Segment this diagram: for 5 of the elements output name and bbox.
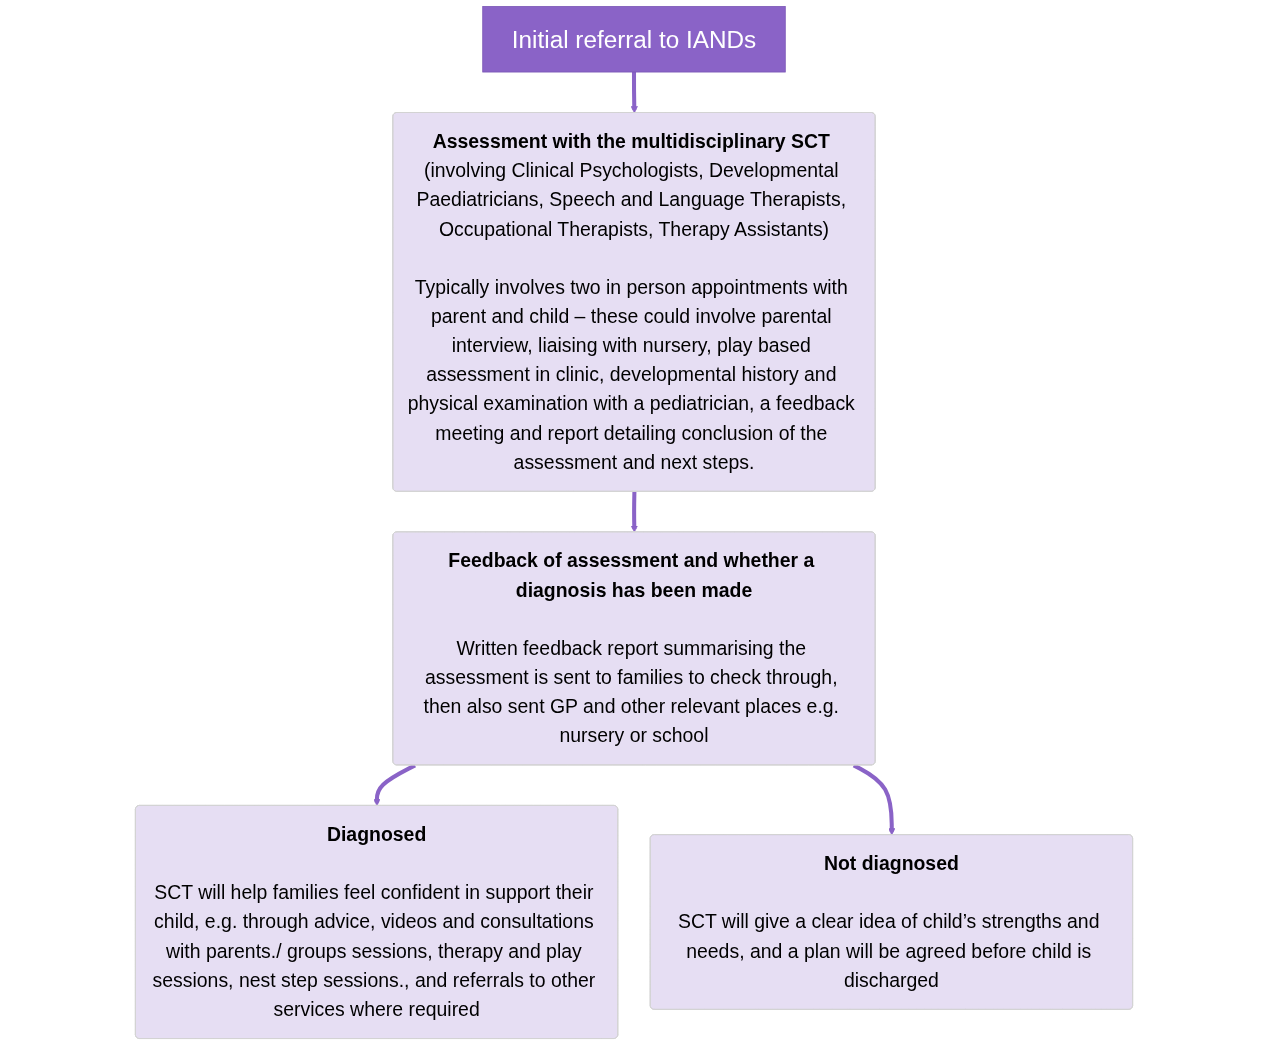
arrow [630,72,638,114]
arrow [373,763,416,807]
node-box: Initial referral to IANDs [482,6,786,73]
arrow [852,763,896,836]
arrow [630,491,638,533]
